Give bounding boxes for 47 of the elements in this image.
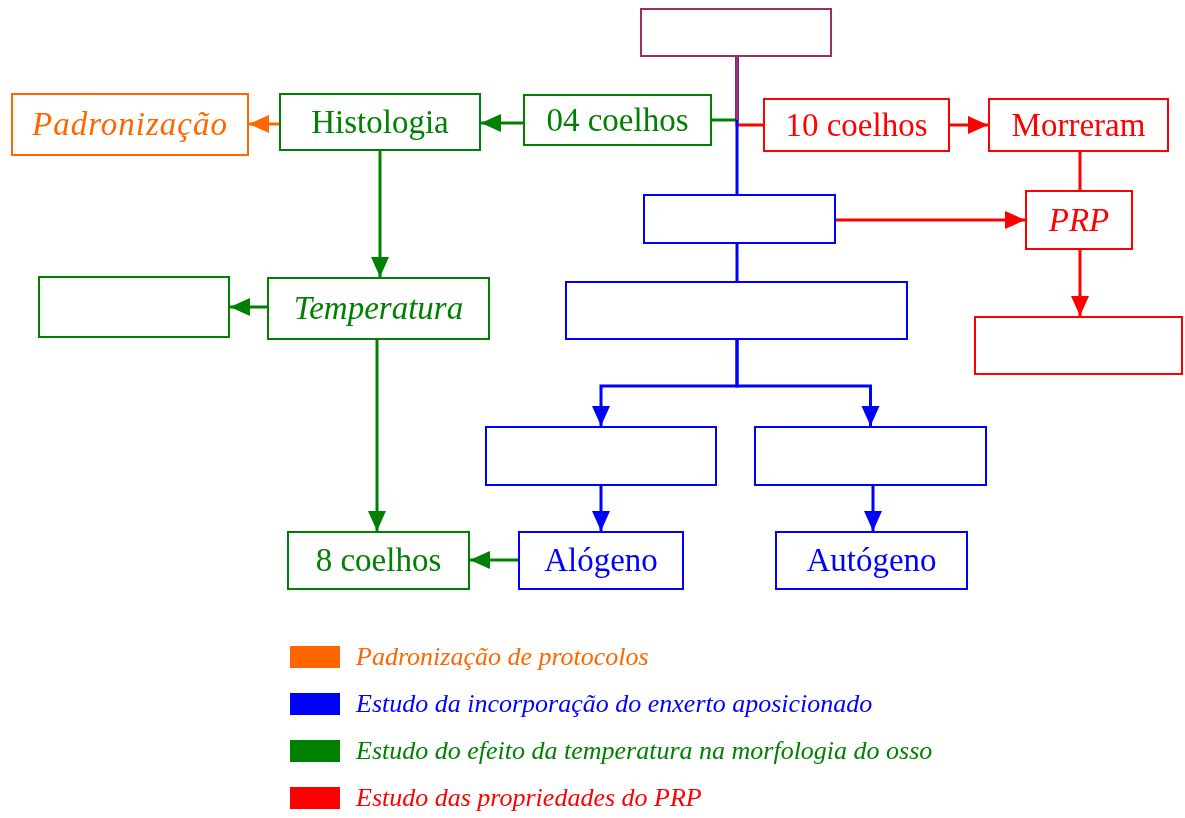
- process-box: [287, 531, 470, 590]
- box-label: 10 coelhos: [785, 106, 928, 144]
- arrow: [592, 486, 610, 531]
- arrow: [950, 116, 988, 134]
- process-box: [1025, 190, 1133, 250]
- process-box: [267, 277, 490, 340]
- arrow: [481, 114, 523, 132]
- arrow: [368, 340, 386, 531]
- arrow: [836, 211, 1025, 229]
- arrow: [249, 115, 279, 133]
- empty-box: [565, 281, 908, 340]
- arrow: [371, 151, 389, 277]
- connector-line: [735, 244, 739, 281]
- empty-box: [754, 426, 987, 486]
- arrow: [1071, 250, 1089, 316]
- box-label: Morreram: [1011, 106, 1146, 144]
- connector-line: [735, 57, 739, 194]
- box-label: Temperatura: [293, 290, 464, 327]
- connector-line: [1078, 152, 1082, 190]
- empty-box: [38, 276, 230, 338]
- arrow: [864, 486, 882, 531]
- box-label: 04 coelhos: [546, 101, 689, 139]
- process-box: [279, 93, 481, 151]
- empty-box: [640, 8, 832, 57]
- process-box: [763, 98, 950, 152]
- legend-label: Estudo da incorporação do enxerto aposicionado: [356, 689, 873, 719]
- process-box: [523, 94, 712, 146]
- arrow: [735, 340, 880, 426]
- arrow: [470, 551, 518, 569]
- legend-label: Padronização de protocolos: [356, 642, 649, 672]
- empty-box: [974, 316, 1183, 375]
- box-label: Alógeno: [544, 542, 658, 579]
- process-box: [11, 93, 249, 156]
- box-label: PRP: [1048, 201, 1110, 239]
- process-box: [518, 531, 684, 590]
- box-label: Autógeno: [806, 542, 937, 579]
- box-label: Histologia: [311, 103, 449, 141]
- connector-line: [736, 56, 738, 121]
- box-label: Padronização: [32, 106, 228, 143]
- process-box: [988, 98, 1169, 152]
- arrow: [230, 298, 267, 316]
- empty-box: [485, 426, 717, 486]
- process-box: [775, 531, 968, 590]
- legend-label: Estudo das propriedades do PRP: [356, 783, 702, 813]
- box-label: 8 coelhos: [315, 542, 442, 579]
- legend-label: Estudo do efeito da temperatura na morfologia do osso: [356, 736, 933, 766]
- empty-box: [643, 194, 836, 244]
